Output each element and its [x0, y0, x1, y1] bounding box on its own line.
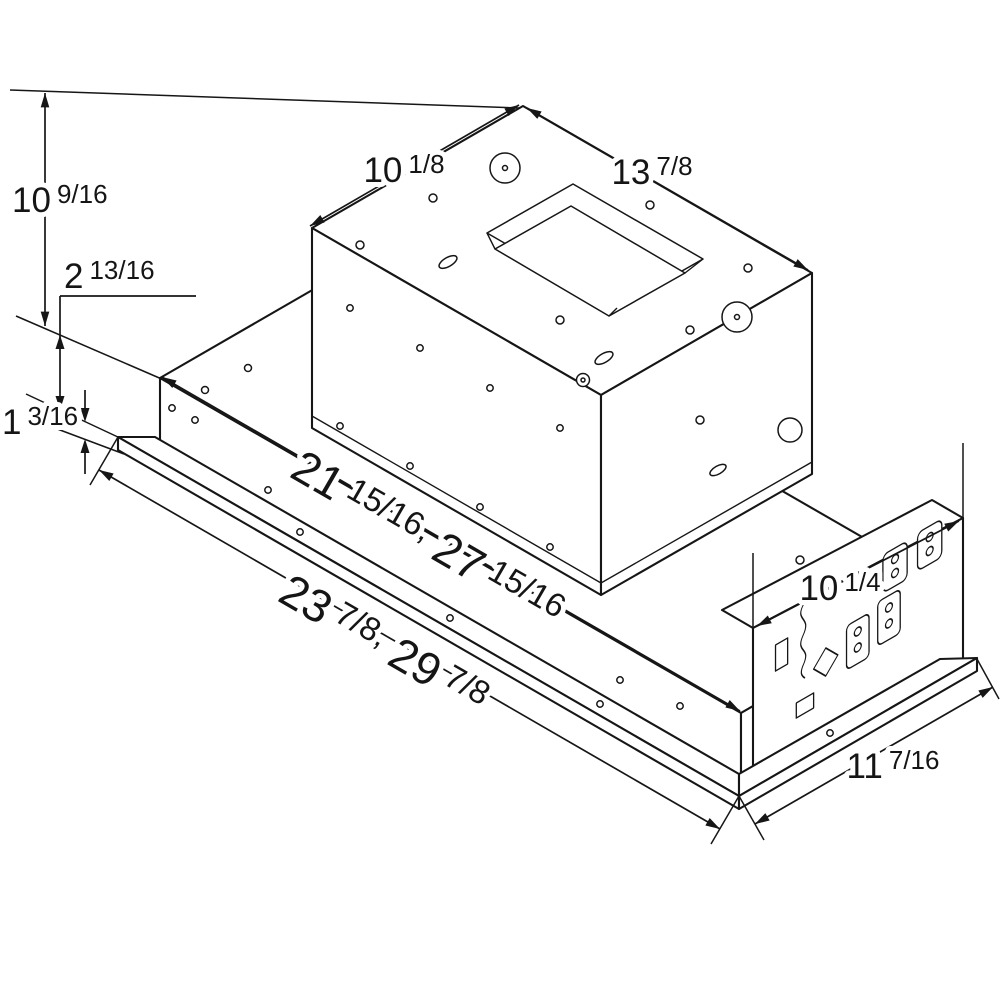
mount-tab	[774, 637, 789, 672]
cord-clamp	[812, 647, 839, 677]
